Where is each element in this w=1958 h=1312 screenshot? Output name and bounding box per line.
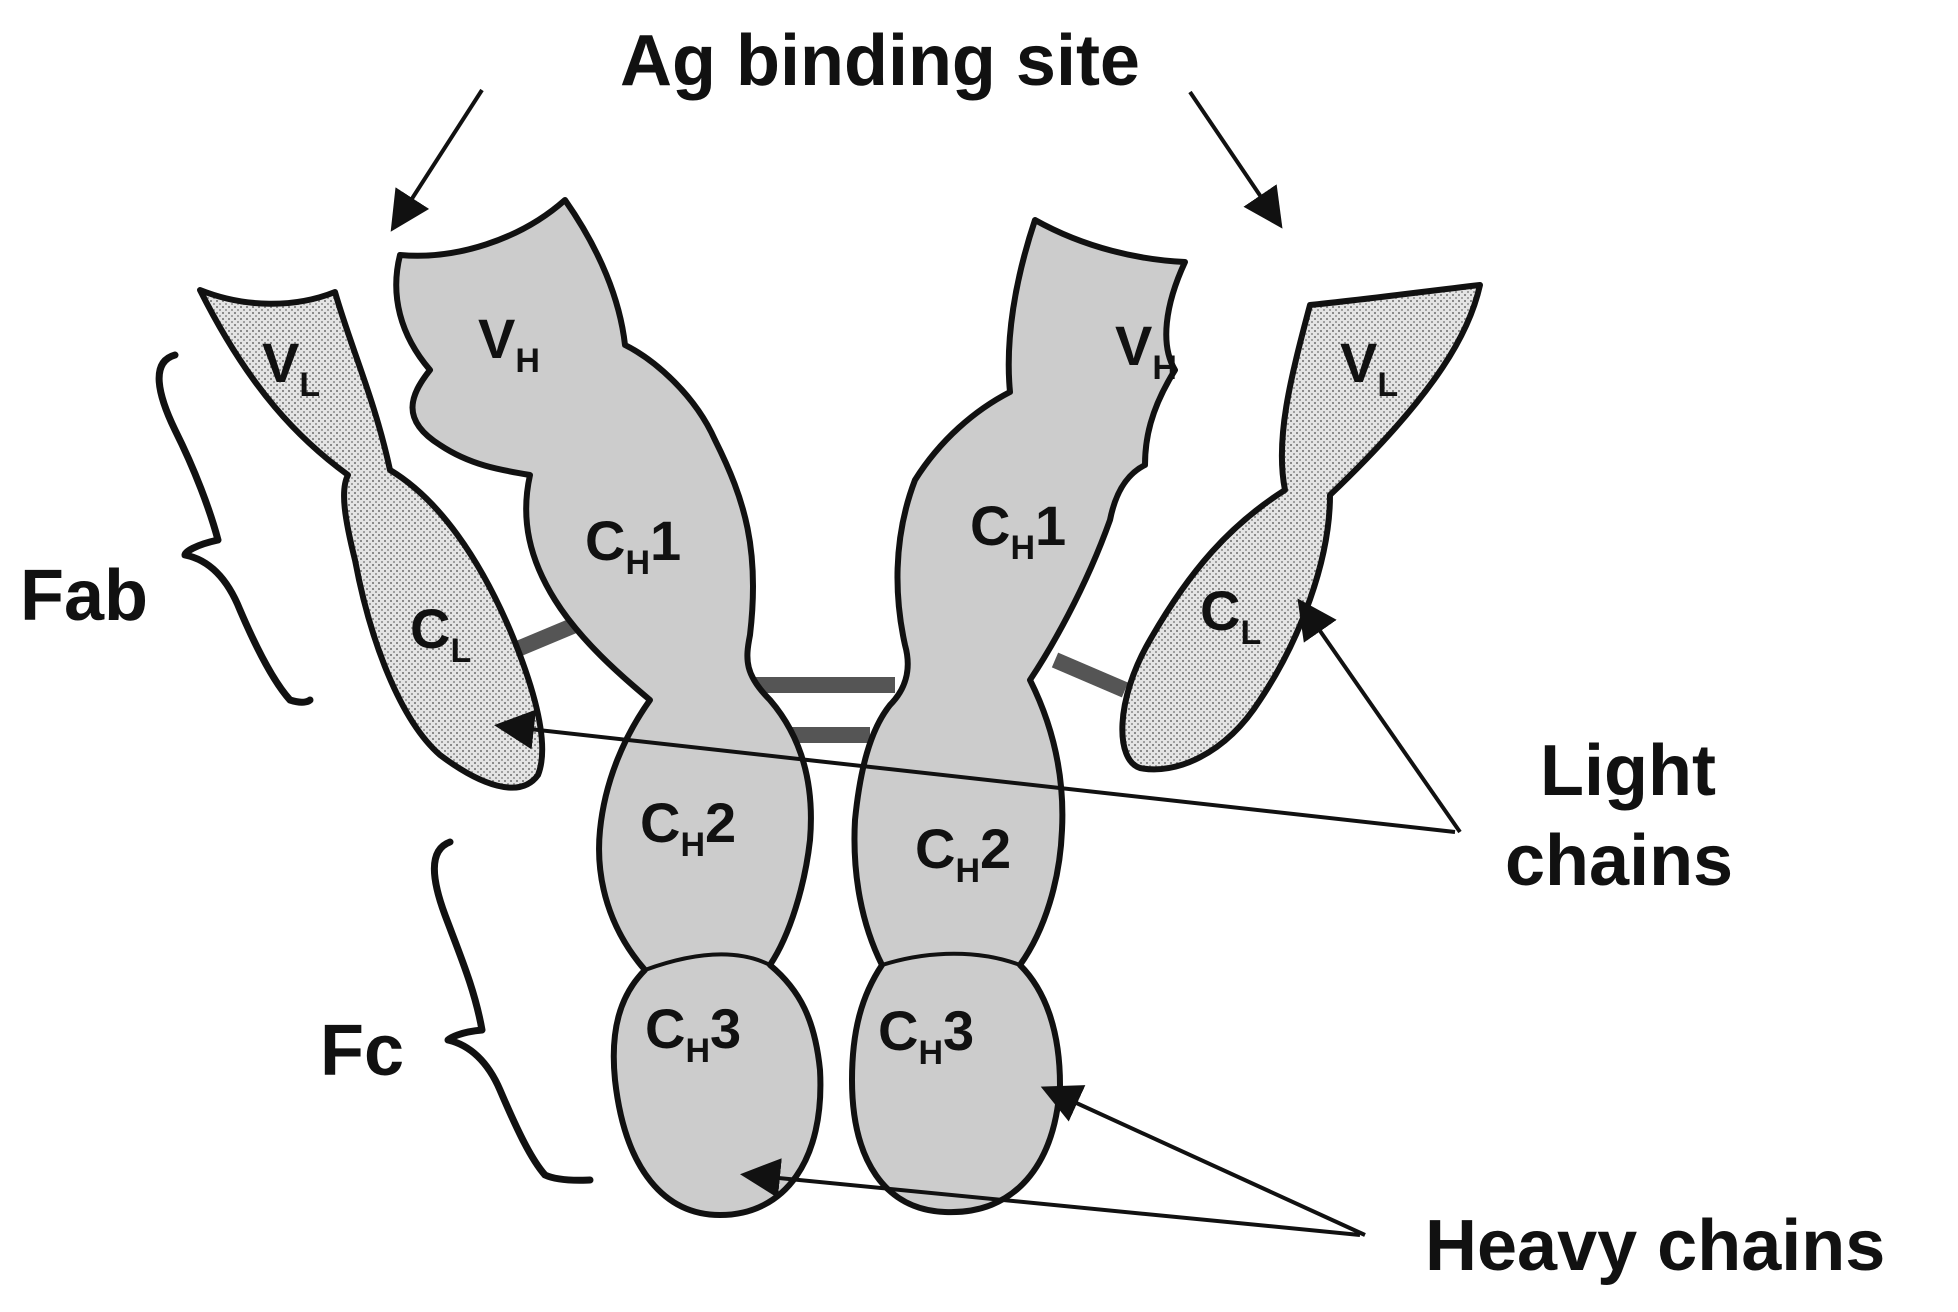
ch3-left-label: CH3 <box>645 997 741 1070</box>
disulfide-bond-left-light-heavy <box>516 617 579 656</box>
left-light-chain <box>197 287 546 791</box>
vl-right-label: VL <box>1340 331 1398 404</box>
fab-bracket <box>155 351 314 706</box>
annotation-arrows <box>390 88 1462 1237</box>
right-ch2-ch3-separator <box>881 951 1021 967</box>
ag-binding-site-label: Ag binding site <box>620 21 1140 101</box>
cl-right-label: CL <box>1200 579 1261 652</box>
fab-label: Fab <box>20 556 148 636</box>
heavy-chain-arrow-left <box>740 1158 1361 1237</box>
disulfide-bond-right-light-heavy <box>1051 652 1129 698</box>
right-domain-labels: VH VL CH1 CL CH2 CH3 <box>878 314 1398 1072</box>
right-light-chain <box>1119 282 1483 773</box>
light-chains-label-line1: Light <box>1540 731 1716 811</box>
ch1-right-label: CH1 <box>970 494 1066 567</box>
fc-bracket <box>430 838 594 1184</box>
heavy-chains-label: Heavy chains <box>1425 1206 1885 1286</box>
left-ch2-ch3-separator <box>644 952 771 972</box>
cl-left-label: CL <box>410 597 471 670</box>
ch2-left-label: CH2 <box>640 791 736 864</box>
light-chain-arrow-right <box>1297 598 1462 834</box>
light-chain-arrow-left <box>494 709 1456 834</box>
vh-right-label: VH <box>1115 314 1177 387</box>
light-chains-label-line2: chains <box>1505 821 1733 901</box>
ch2-right-label: CH2 <box>915 817 1011 890</box>
ag-binding-arrow-left <box>390 88 484 232</box>
ch1-left-label: CH1 <box>585 509 681 582</box>
ag-binding-arrow-right <box>1188 90 1283 229</box>
domain-separators <box>644 951 1021 972</box>
left-domain-labels: VL VH CH1 CL CH2 CH3 <box>262 307 741 1070</box>
vl-left-label: VL <box>262 331 320 404</box>
left-heavy-chain <box>393 197 824 1218</box>
fc-label: Fc <box>320 1011 404 1091</box>
ch3-right-label: CH3 <box>878 999 974 1072</box>
heavy-chain-arrow-right <box>1040 1085 1366 1237</box>
disulfide-bonds <box>516 617 1129 743</box>
vh-left-label: VH <box>478 307 540 380</box>
